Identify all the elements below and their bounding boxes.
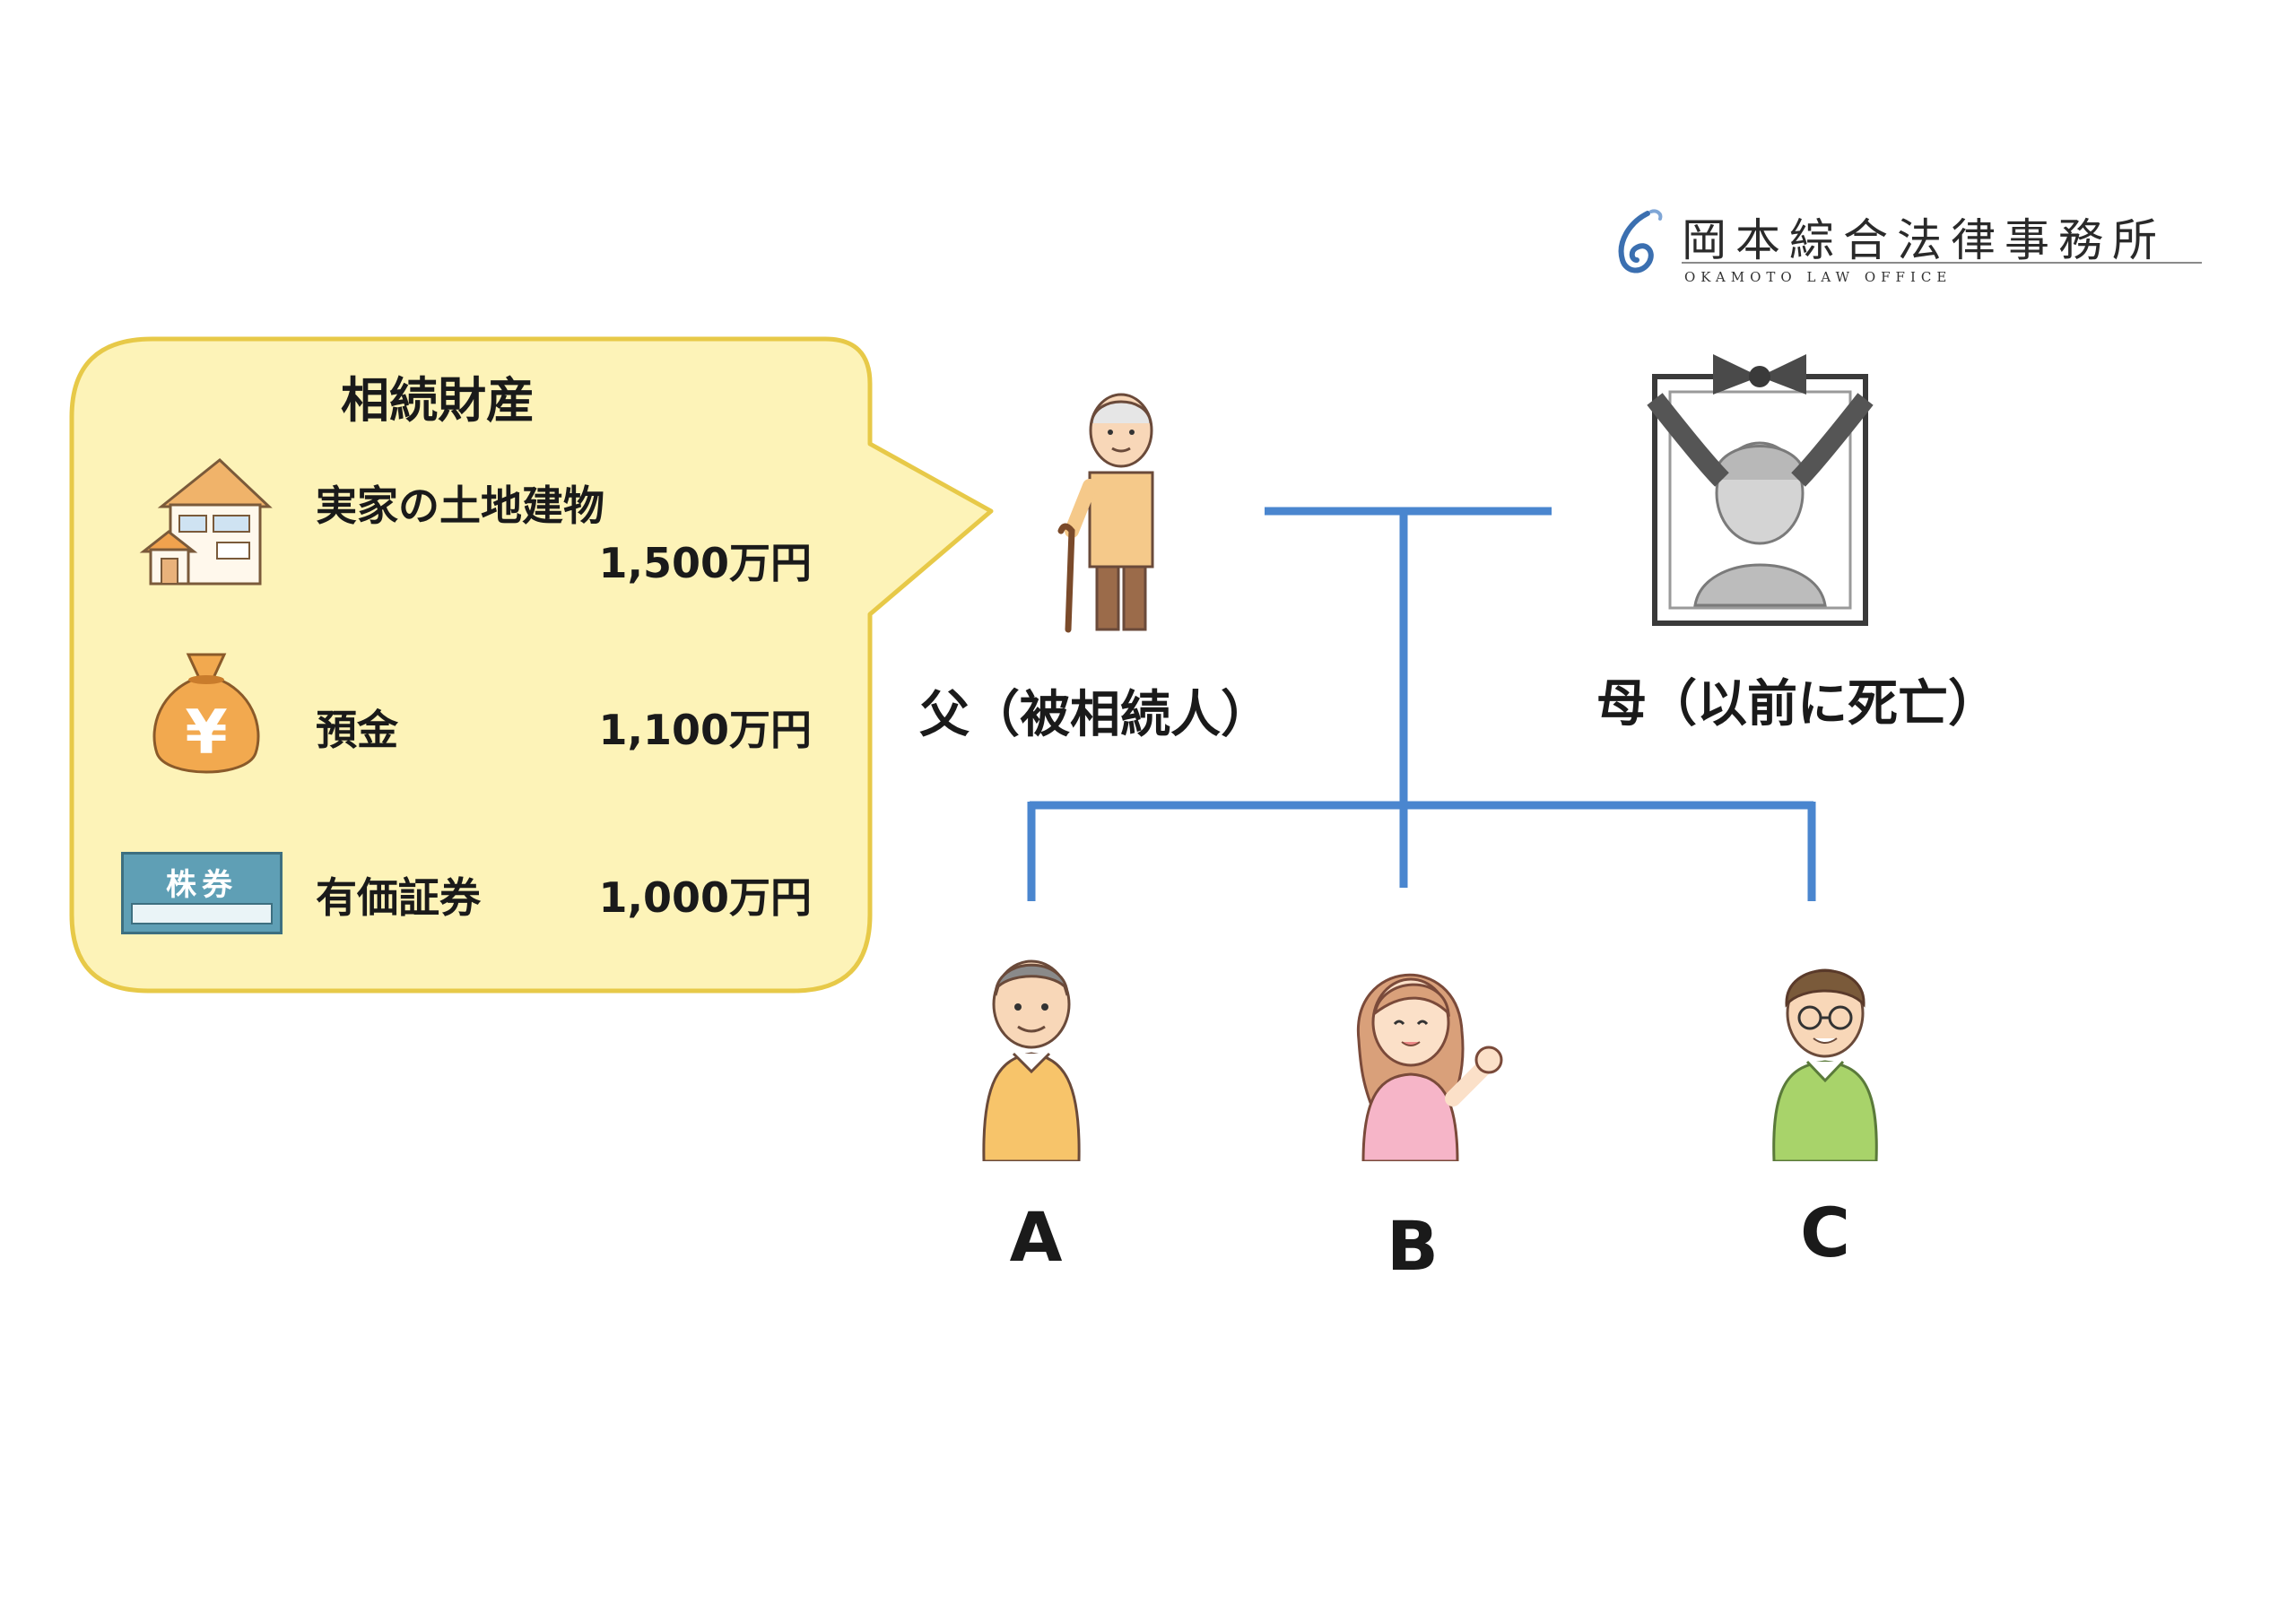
logo-divider [1682,262,2202,264]
mother-memorial-portrait [1647,354,1874,626]
child-c-label: C [1800,1193,1850,1272]
child-c-illustration [1772,968,1878,1161]
mother-label: 母（以前に死亡） [1596,675,1998,733]
law-office-name: 岡本綜合法律事務所 [1682,214,2166,266]
assets-speech-bubble [69,336,994,994]
asset-label-securities: 有価証券 [316,873,481,922]
stock-certificate-icon: 株券 [121,852,283,934]
money-bag-icon: ¥ [152,653,260,774]
asset-value-deposit: 1,100万円 [598,706,812,754]
father-label: 父（被相続人） [919,686,1271,744]
law-office-subtitle: OKAMOTO LAW OFFICE [1684,269,1952,285]
asset-label-deposit: 預金 [316,706,398,754]
father-illustration [1057,393,1154,633]
child-a-label: A [1009,1197,1063,1277]
asset-value-securities: 1,000万円 [598,873,812,922]
child-b-illustration [1356,974,1503,1161]
svg-text:¥: ¥ [185,698,227,768]
asset-value-house: 1,500万円 [598,539,812,587]
asset-label-house: 実家の土地建物 [316,482,604,530]
child-b-label: B [1387,1206,1439,1286]
law-office-logo-icon [1618,209,1663,273]
child-a-illustration [982,959,1081,1161]
stock-certificate-badge: 株券 [166,867,238,903]
certificate-strip [131,903,273,924]
assets-title: 相続財産 [341,372,535,429]
house-icon [139,458,273,586]
